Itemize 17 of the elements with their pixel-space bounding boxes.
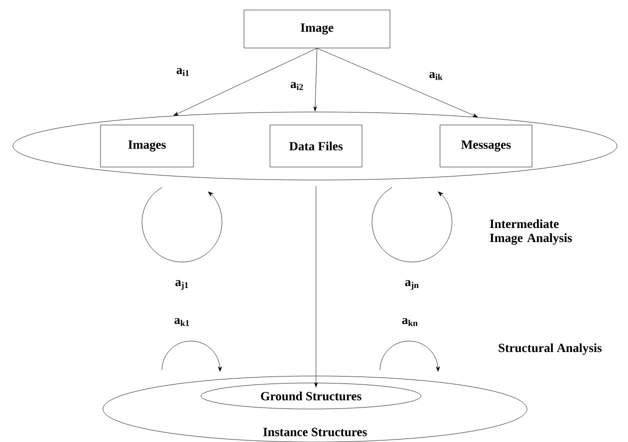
loop-label: a$_{j1}$ <box>175 280 188 290</box>
label-box: Messages <box>440 124 532 168</box>
label-box: Data Files <box>270 124 362 168</box>
edge-label: a$_{i2}$ <box>290 82 303 90</box>
loop-label: a$_{jn}$ <box>405 280 419 290</box>
label-box: Images <box>100 124 194 168</box>
label-box: Image <box>244 10 390 48</box>
stage-label: Intermediate Image Analysis <box>490 219 572 245</box>
edge-label: a$_{ik}$ <box>429 72 443 80</box>
arrow <box>313 48 318 112</box>
edge-label: a$_{i1}$ <box>176 68 189 76</box>
arrow <box>316 48 478 118</box>
arrow <box>314 186 318 388</box>
loop-label: a$_{kn}$ <box>402 318 418 326</box>
stage-label: Structural Analysis <box>498 343 602 355</box>
arrow <box>173 48 318 116</box>
loop-label: a$_{k1}$ <box>174 318 190 326</box>
